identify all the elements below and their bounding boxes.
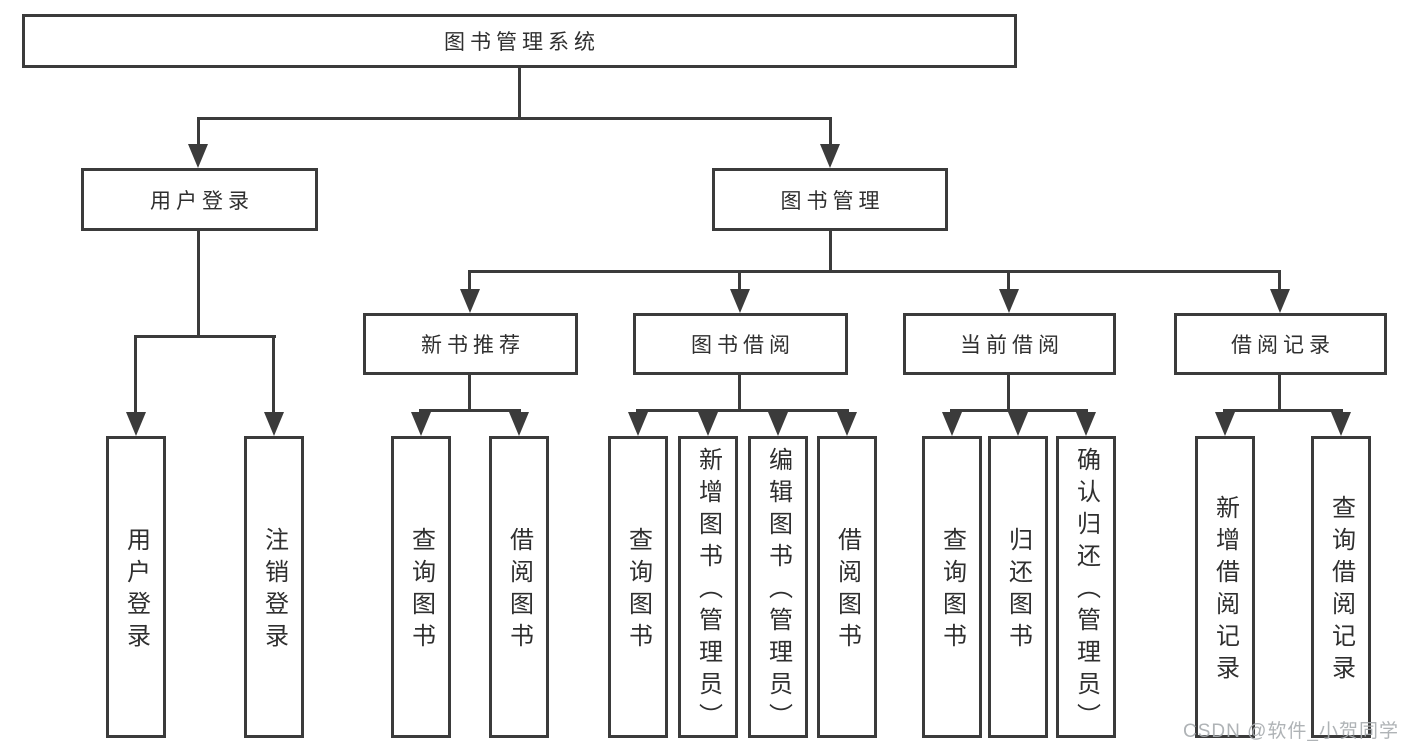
leaf-borrow-books-recommend: 借阅图书: [489, 436, 549, 738]
leaf-return-book: 归还图书: [988, 436, 1048, 738]
leaf-label: 查询图书: [407, 527, 435, 655]
node-library-management-system: 图书管理系统: [22, 14, 1017, 68]
connector-user-login-stem: [197, 231, 200, 335]
arrow-down-icon: [460, 289, 480, 313]
node-new-book-recommendation: 新书推荐: [363, 313, 578, 375]
leaf-label: 用户登录: [122, 527, 150, 655]
leaf-query-books-recommend: 查询图书: [391, 436, 451, 738]
connector-split: [1223, 409, 1343, 412]
arrow-down-icon: [1215, 412, 1235, 436]
leaf-query-books-current: 查询图书: [922, 436, 982, 738]
connector-to-node: [468, 270, 471, 290]
node-user-login: 用户登录: [81, 168, 318, 231]
connector-root-stem: [518, 68, 521, 117]
connector-root-split: [197, 117, 832, 120]
arrow-down-icon: [698, 412, 718, 436]
arrow-down-icon: [1331, 412, 1351, 436]
leaf-logout: 注销登录: [244, 436, 304, 738]
arrow-down-icon: [837, 412, 857, 436]
arrow-down-icon: [1076, 412, 1096, 436]
arrow-down-icon: [999, 289, 1019, 313]
connector-to-user-login: [197, 117, 200, 147]
leaf-label: 编辑图书（管理员）: [764, 447, 792, 735]
connector-to-node: [738, 270, 741, 290]
node-label: 借阅记录: [1231, 334, 1335, 357]
leaf-label: 新增借阅记录: [1211, 495, 1239, 687]
connector-book-management-stem: [829, 231, 832, 270]
node-label: 图书借阅: [691, 334, 795, 357]
arrow-down-icon: [188, 144, 208, 168]
connector-split: [950, 409, 1088, 412]
leaf-label: 查询借阅记录: [1327, 495, 1355, 687]
connector-to-node: [1007, 270, 1010, 290]
leaf-label: 新增图书（管理员）: [694, 447, 722, 735]
leaf-label: 查询图书: [624, 527, 652, 655]
node-book-management: 图书管理: [712, 168, 948, 231]
connector-to-leaf: [272, 335, 275, 414]
leaf-label: 确认归还（管理员）: [1072, 447, 1100, 735]
leaf-label: 注销登录: [260, 527, 288, 655]
leaf-query-borrow-record: 查询借阅记录: [1311, 436, 1371, 738]
leaf-add-book-admin: 新增图书（管理员）: [678, 436, 738, 738]
leaf-label: 借阅图书: [505, 527, 533, 655]
node-label: 新书推荐: [421, 334, 525, 357]
node-book-borrowing: 图书借阅: [633, 313, 848, 375]
connector-split: [636, 409, 849, 412]
node-current-borrowing: 当前借阅: [903, 313, 1116, 375]
arrow-down-icon: [942, 412, 962, 436]
arrow-down-icon: [126, 412, 146, 436]
leaf-query-books-borrowing: 查询图书: [608, 436, 668, 738]
arrow-down-icon: [509, 412, 529, 436]
connector-to-leaf: [134, 335, 137, 414]
arrow-down-icon: [264, 412, 284, 436]
connector-stem: [738, 375, 741, 409]
connector-user-login-split: [134, 335, 276, 338]
leaf-add-borrow-record: 新增借阅记录: [1195, 436, 1255, 738]
arrow-down-icon: [411, 412, 431, 436]
leaf-label: 借阅图书: [833, 527, 861, 655]
arrow-down-icon: [628, 412, 648, 436]
node-borrowing-records: 借阅记录: [1174, 313, 1387, 375]
leaf-label: 查询图书: [938, 527, 966, 655]
connector-book-management-split: [468, 270, 1281, 273]
csdn-watermark: CSDN @软件_小贺同学: [1183, 721, 1399, 742]
arrow-down-icon: [1008, 412, 1028, 436]
connector-stem: [1278, 375, 1281, 409]
node-label: 当前借阅: [960, 334, 1064, 357]
arrow-down-icon: [730, 289, 750, 313]
node-label: 用户登录: [150, 189, 254, 213]
connector-to-book-management: [829, 117, 832, 147]
leaf-label: 归还图书: [1004, 527, 1032, 655]
leaf-borrow-books: 借阅图书: [817, 436, 877, 738]
leaf-user-login: 用户登录: [106, 436, 166, 738]
connector-stem: [468, 375, 471, 409]
connector-stem: [1007, 375, 1010, 409]
arrow-down-icon: [768, 412, 788, 436]
node-label: 图书管理: [780, 189, 885, 213]
arrow-down-icon: [820, 144, 840, 168]
connector-to-node: [1278, 270, 1281, 290]
leaf-edit-book-admin: 编辑图书（管理员）: [748, 436, 808, 738]
connector-split: [419, 409, 521, 412]
leaf-confirm-return-admin: 确认归还（管理员）: [1056, 436, 1116, 738]
node-label: 图书管理系统: [444, 31, 600, 54]
arrow-down-icon: [1270, 289, 1290, 313]
